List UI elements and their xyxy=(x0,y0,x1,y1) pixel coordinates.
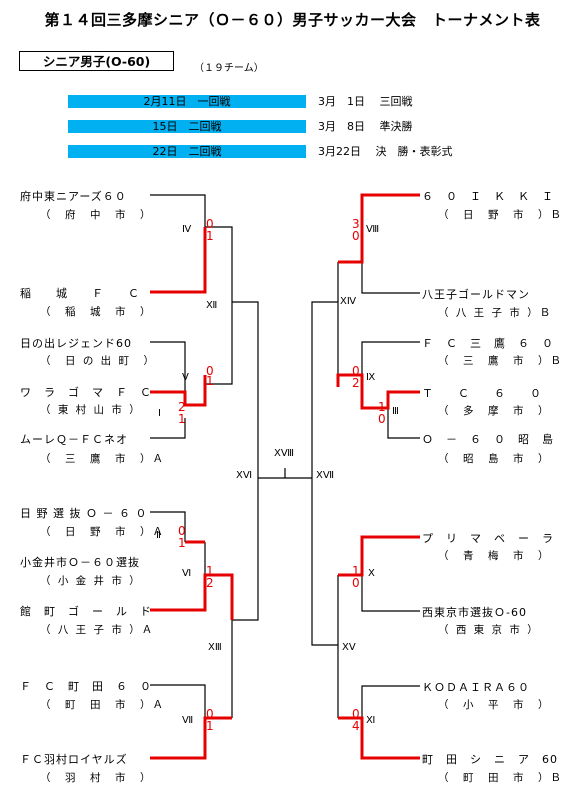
round-label: Ⅲ xyxy=(392,406,399,417)
score: 1 xyxy=(178,536,186,550)
team-city: （ 八 王 子 市 ）Ａ xyxy=(40,624,155,636)
score: 3 xyxy=(352,217,360,231)
team-name: ムーレＱ－ＦＣネオ xyxy=(20,433,128,446)
team-name: 八王子ゴールドマン xyxy=(422,288,530,301)
score: 2 xyxy=(178,400,186,414)
round-label: Ⅱ xyxy=(156,530,161,541)
round-label: Ⅵ xyxy=(182,568,192,579)
team-city: （ 小 金 井 市 ） xyxy=(40,575,142,587)
score: 0 xyxy=(352,229,360,243)
team-city: （ 日 野 市 ）Ａ xyxy=(40,526,165,538)
team-city: （ 町 田 市 ）Ｂ xyxy=(438,772,563,784)
schedule-bar xyxy=(68,95,306,108)
team-name: プ リ マ ベ ー ラ xyxy=(422,532,554,545)
page-title: 第１４回三多摩シニア（Ｏ－６０）男子サッカー大会 トーナメント表 xyxy=(44,11,541,29)
team-name: 町 田 シ ニ ア 60 xyxy=(422,753,558,766)
score: 0 xyxy=(206,217,214,231)
score: 1 xyxy=(206,564,214,578)
round-label: Ⅺ xyxy=(366,715,376,726)
score: 0 xyxy=(206,707,214,721)
team-name: 日 野 選 抜 Ｏ － ６ ０ xyxy=(20,507,148,520)
team-name: Ｔ Ｃ ６ ０ xyxy=(422,387,542,400)
team-city: （ 八 王 子 市 ）Ｂ xyxy=(438,307,553,319)
team-name: ＫＯＤＡＩＲＡ６０ xyxy=(422,681,530,694)
team-name: 日の出レジェンド60 xyxy=(20,337,132,350)
team-name: Ｏ － ６ ０ 昭 島 xyxy=(422,433,554,446)
team-name: ワ ラ ゴ マ Ｆ Ｃ xyxy=(20,386,152,399)
score: 0 xyxy=(178,524,186,538)
score: 0 xyxy=(378,412,386,426)
round-label: ⅩⅢ xyxy=(208,642,222,653)
team-name: 小金井市Ｏ－６０選抜 xyxy=(20,556,140,569)
team-city: （ 日 野 市 ）Ｂ xyxy=(438,209,563,221)
round-label: Ⅳ xyxy=(182,224,192,235)
schedule-left: 15日 二回戦 xyxy=(152,120,222,133)
round-label: ⅩⅥ xyxy=(236,470,253,481)
schedule-left: 2月11日 一回戦 xyxy=(143,95,231,108)
team-city: （ 日 の 出 町 ） xyxy=(40,355,157,367)
round-label: Ⅻ xyxy=(206,300,218,311)
team-city: （ 三 鷹 市 ）Ａ xyxy=(40,453,165,465)
round-label: Ⅸ xyxy=(366,372,376,383)
team-city: （ 三 鷹 市 ）Ｂ xyxy=(438,355,563,367)
team-city: （ 東 村 山 市 ） xyxy=(40,404,142,416)
schedule-left: 22日 二回戦 xyxy=(152,145,222,158)
schedule-bar xyxy=(68,145,306,158)
team-name: 館 町 ゴ ー ル ド xyxy=(20,605,152,618)
round-label: Ⅰ xyxy=(158,408,161,419)
schedule-right: 3月 1日 三回戦 xyxy=(318,95,413,108)
score: 1 xyxy=(378,400,386,414)
score: 0 xyxy=(206,364,214,378)
schedule-bar xyxy=(68,120,306,133)
team-name: 府中東ニアーズ６０ xyxy=(20,190,127,203)
score: 0 xyxy=(352,707,360,721)
score: 0 xyxy=(352,364,360,378)
round-label: ⅩⅦ xyxy=(316,470,335,481)
score: 2 xyxy=(206,576,214,590)
round-label: Ⅹ xyxy=(368,568,375,579)
team-name: 稲 城 Ｆ Ｃ xyxy=(20,287,140,300)
score: 1 xyxy=(206,229,214,243)
score: 2 xyxy=(352,376,360,390)
category-label: シニア男子(O-60) xyxy=(19,51,174,71)
team-city: （ 西 東 京 市 ） xyxy=(438,624,540,636)
score: 1 xyxy=(352,564,360,578)
round-label: Ⅶ xyxy=(182,715,194,726)
round-label: Ⅷ xyxy=(366,224,380,235)
team-name: Ｆ Ｃ 三 鷹 ６ ０ xyxy=(422,337,554,350)
team-name: ＦＣ羽村ロイヤルズ xyxy=(20,753,128,766)
team-city: （ 府 中 市 ） xyxy=(40,209,153,221)
schedule-right: 3月 8日 準決勝 xyxy=(318,120,413,133)
team-count: （１９チーム） xyxy=(194,63,264,74)
round-label: ⅩⅤ xyxy=(342,642,356,653)
team-city: （ 青 梅 市 ） xyxy=(438,550,551,562)
score: 1 xyxy=(178,412,186,426)
schedule-right: 3月22日 決 勝・表彰式 xyxy=(318,145,453,158)
team-name: Ｆ Ｃ 町 田 ６ ０ xyxy=(20,680,152,693)
team-city: （ 多 摩 市 ） xyxy=(438,405,551,417)
score: 1 xyxy=(206,719,214,733)
score: 4 xyxy=(352,719,360,733)
team-city: （ 昭 島 市 ） xyxy=(438,453,551,465)
round-label: ⅩⅣ xyxy=(340,296,357,307)
team-city: （ 稲 城 市 ） xyxy=(40,306,153,318)
team-city: （ 小 平 市 ） xyxy=(438,699,551,711)
team-city: （ 町 田 市 ）Ａ xyxy=(40,699,165,711)
team-name: ６ ０ Ｉ Ｋ Ｋ Ｉ xyxy=(422,190,554,203)
team-name: 西東京市選抜Ｏ-60 xyxy=(422,606,527,619)
round-label: Ⅴ xyxy=(182,372,189,383)
score: 0 xyxy=(352,576,360,590)
round-label: ⅩⅧ xyxy=(274,448,295,459)
score: 1 xyxy=(206,374,214,388)
team-city: （ 羽 村 市 ） xyxy=(40,772,153,784)
